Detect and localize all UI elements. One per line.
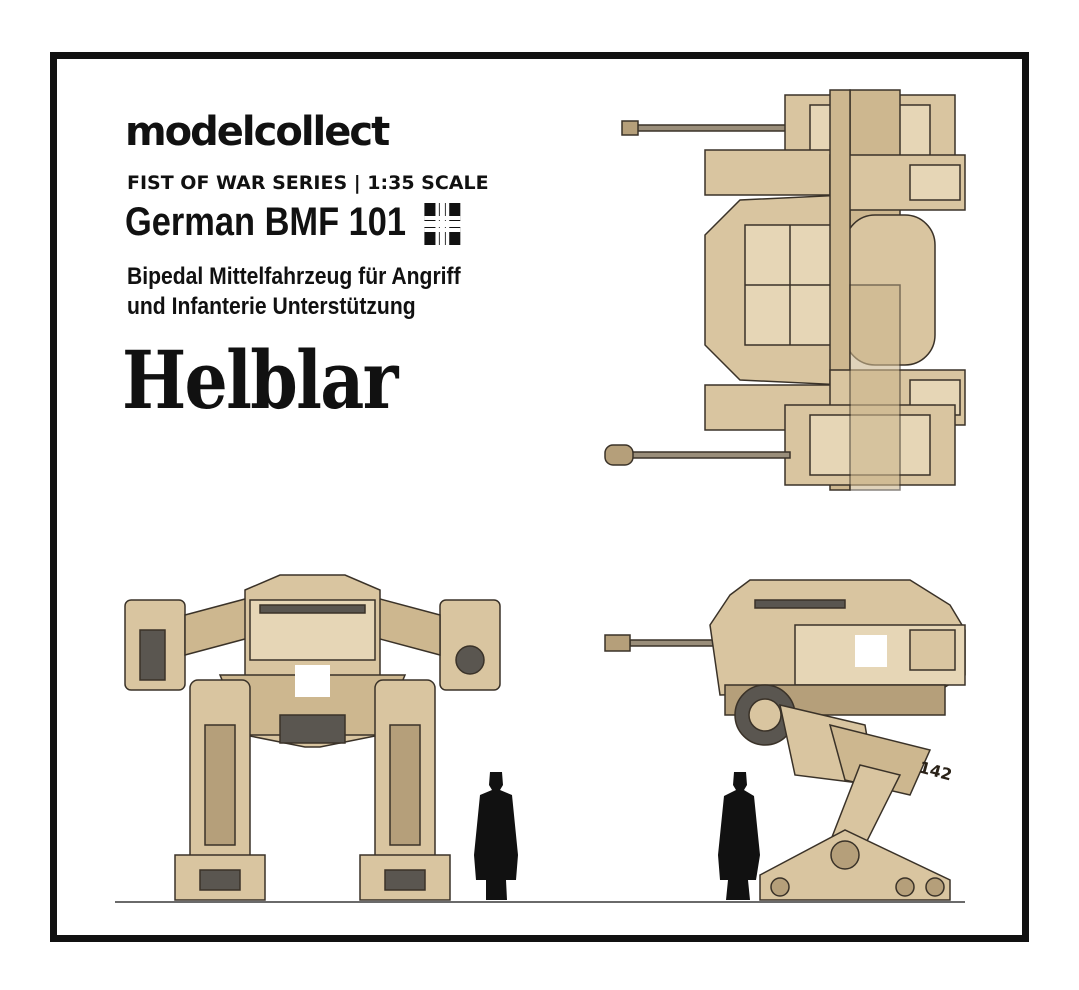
hull-number: 142 [917, 758, 954, 785]
scale-figure-side [718, 772, 760, 900]
side-view-drawing: 142 [604, 579, 966, 901]
subtitle-line-1: Bipedal Mittelfahrzeug für Angriff [127, 263, 461, 290]
model-title: German BMF 101 [125, 200, 461, 246]
brand-logo: modelcollect [125, 109, 390, 155]
front-view-drawing [124, 574, 501, 901]
vehicle-name: Helblar [122, 333, 398, 427]
subtitle: Bipedal Mittelfahrzeug für Angriff und I… [127, 262, 461, 322]
series-label: FIST OF WAR SERIES | 1:35 SCALE [127, 172, 489, 194]
subtitle-line-2: und Infanterie Unterstützung [127, 293, 416, 320]
scale-figure-front [474, 772, 518, 900]
balkenkreuz-icon [424, 203, 461, 246]
ground-line [115, 901, 965, 903]
top-view-drawing [604, 89, 966, 491]
model-name: German BMF 101 [125, 200, 407, 244]
